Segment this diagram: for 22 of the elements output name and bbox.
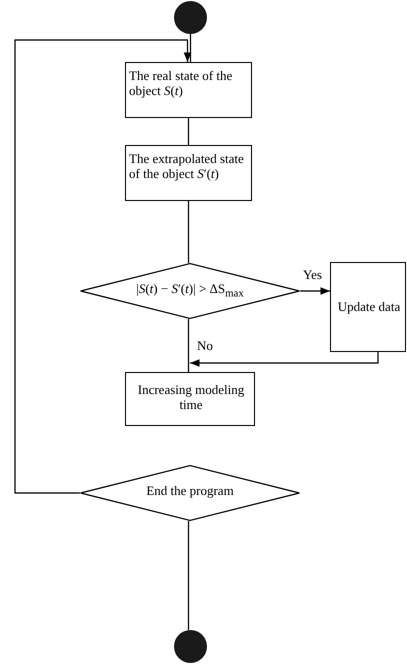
node-text: The real state of the object S(t) [129, 69, 234, 99]
connector-line [14, 39, 192, 494]
connector-line [190, 34, 192, 62]
node-text: Increasing modeling time [136, 383, 246, 413]
connector-line [188, 319, 190, 372]
connector-line [188, 521, 190, 630]
decision-diamond [80, 263, 300, 319]
connector-line [190, 352, 379, 367]
decision-diamond [80, 465, 300, 521]
process-box [125, 62, 252, 118]
connector-line [188, 201, 190, 263]
node-text: |S(t) − S′(t)| > ΔS$_{max}$ [135, 282, 245, 300]
connector-line [300, 287, 330, 295]
terminal-circle [174, 1, 207, 34]
process-box [125, 372, 255, 426]
node-text: Update data [336, 300, 402, 315]
process-box [125, 145, 252, 201]
terminal-circle [174, 630, 207, 663]
node-text: The extrapolated state of the object S′(t) [129, 152, 245, 182]
connector-line [188, 118, 190, 145]
node-text: End the program [145, 484, 235, 499]
process-box [330, 262, 406, 352]
